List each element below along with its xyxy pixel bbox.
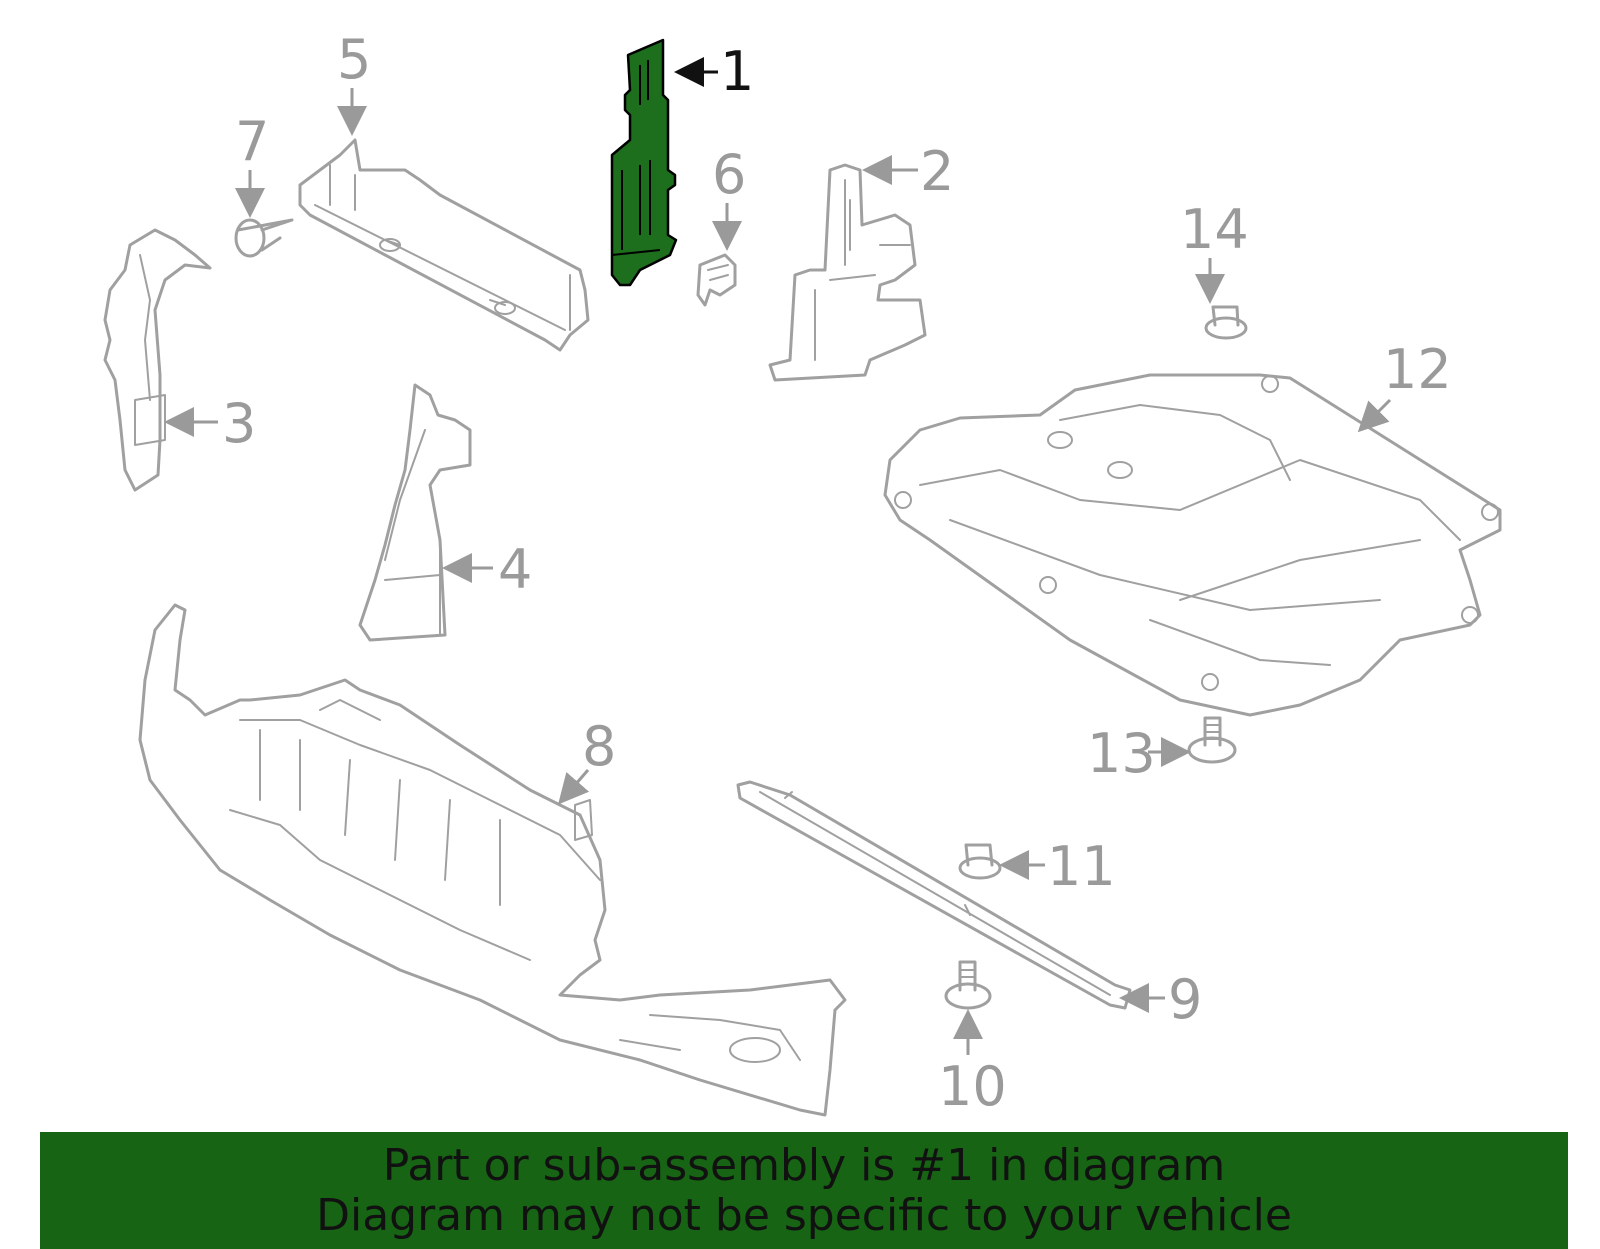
- callout-8-label: 8: [582, 715, 616, 778]
- part-3-left-bracket: [103, 228, 212, 492]
- callout-14-label: 14: [1180, 198, 1249, 261]
- callout-12[interactable]: 12: [1357, 338, 1452, 433]
- banner-line-1: Part or sub-assembly is #1 in diagram: [382, 1139, 1226, 1191]
- callout-1-label: 1: [720, 40, 754, 103]
- callout-12-label: 12: [1383, 338, 1452, 401]
- callout-2[interactable]: 2: [862, 140, 954, 203]
- part-10-bolt: [944, 960, 992, 1010]
- callout-13[interactable]: 13: [1087, 722, 1191, 785]
- callout-6[interactable]: 6: [712, 143, 746, 251]
- callout-2-label: 2: [920, 140, 954, 203]
- callout-1[interactable]: 1: [674, 40, 754, 103]
- callout-6-label: 6: [712, 143, 746, 206]
- callout-5[interactable]: 5: [337, 28, 371, 136]
- part-8-bumper-support: [138, 603, 847, 1117]
- callout-9-label: 9: [1168, 968, 1202, 1031]
- callout-10-label: 10: [938, 1055, 1007, 1118]
- callout-14[interactable]: 14: [1180, 198, 1249, 304]
- callout-5-label: 5: [337, 28, 371, 91]
- notice-banner: Part or sub-assembly is #1 in diagram Di…: [40, 1132, 1568, 1249]
- part-14-clip: [1204, 305, 1248, 340]
- callout-10[interactable]: 10: [938, 1009, 1007, 1118]
- callout-9[interactable]: 9: [1119, 968, 1202, 1031]
- part-2-right-bracket: [768, 163, 927, 382]
- callout-4-label: 4: [498, 538, 532, 601]
- part-5-upper-cover: [298, 138, 590, 352]
- callout-3-label: 3: [222, 392, 256, 455]
- part-7-push-pin: [234, 218, 294, 258]
- callout-3[interactable]: 3: [164, 392, 256, 455]
- part-1-highlighted[interactable]: [610, 38, 678, 287]
- callout-8[interactable]: 8: [558, 715, 616, 805]
- callout-7-label: 7: [235, 110, 269, 173]
- part-13-bolt: [1187, 716, 1237, 764]
- callout-13-label: 13: [1087, 722, 1156, 785]
- part-11-clip: [958, 843, 1002, 880]
- part-12-splash-shield: [883, 373, 1502, 717]
- callout-4[interactable]: 4: [442, 538, 532, 601]
- part-4-side-bracket: [358, 383, 472, 642]
- callout-7[interactable]: 7: [235, 110, 269, 218]
- part-6-clip: [696, 253, 737, 307]
- banner-line-2: Diagram may not be specific to your vehi…: [316, 1189, 1292, 1241]
- callout-11-label: 11: [1047, 835, 1116, 898]
- callout-11[interactable]: 11: [999, 835, 1116, 898]
